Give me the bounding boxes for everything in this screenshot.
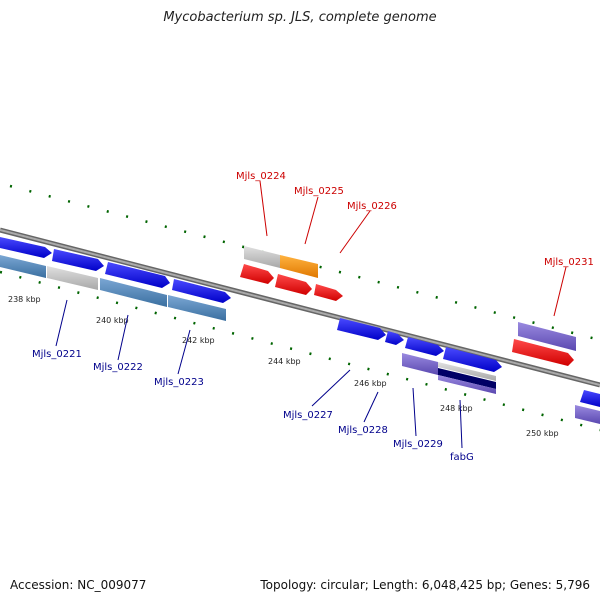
gene-band[interactable] (518, 322, 576, 351)
lower-tick-track (0, 270, 600, 432)
gene-arrow-reverse[interactable] (512, 339, 574, 366)
gene-band[interactable] (244, 246, 280, 268)
gene-arrow[interactable] (52, 249, 104, 271)
tick-label: 246 kbp (354, 379, 387, 388)
gene-arrow[interactable] (0, 237, 52, 258)
gene-band[interactable] (47, 266, 98, 290)
rna-band[interactable] (280, 255, 318, 278)
gene-label[interactable]: Mjls_0228 (338, 425, 388, 436)
gene-label[interactable]: Mjls_0225 (294, 186, 344, 197)
upper-tick-track (9, 184, 600, 342)
gene-label[interactable]: Mjls_0229 (393, 439, 443, 450)
tick-label: 238 kbp (8, 295, 41, 304)
topology-text: Topology: circular; Length: 6,048,425 bp… (260, 578, 590, 592)
tick-label: 244 kbp (268, 357, 301, 366)
gene-band[interactable] (0, 255, 46, 278)
accession-text: Accession: NC_009077 (10, 578, 147, 592)
tick-label: 248 kbp (440, 404, 473, 413)
gene-band[interactable] (575, 405, 600, 424)
gene-band[interactable] (100, 278, 167, 307)
gene-label[interactable]: Mjls_0226 (347, 201, 397, 212)
tick-label: 240 kbp (96, 316, 129, 325)
gene-band[interactable] (438, 362, 496, 381)
gene-arrow[interactable] (443, 347, 502, 372)
gene-arrow[interactable] (405, 337, 444, 356)
tick-label: 242 kbp (182, 336, 215, 345)
gene-arrow[interactable] (385, 331, 404, 345)
gene-arrow[interactable] (337, 318, 386, 340)
gene-arrow-reverse[interactable] (240, 264, 274, 284)
gene-label[interactable]: Mjls_0223 (154, 377, 204, 388)
tick-label: 250 kbp (526, 429, 559, 438)
gene-label[interactable]: Mjls_0221 (32, 349, 82, 360)
gene-arrow[interactable] (105, 262, 170, 288)
genome-title: Mycobacterium sp. JLS, complete genome (163, 10, 437, 25)
gene-label[interactable]: Mjls_0222 (93, 362, 143, 373)
gene-band[interactable] (438, 368, 496, 389)
gene-arrow[interactable] (580, 390, 600, 407)
gene-band[interactable] (438, 375, 496, 394)
gene-label[interactable]: Mjls_0227 (283, 410, 333, 421)
gene-label[interactable]: Mjls_0231 (544, 257, 594, 268)
gene-arrow-reverse[interactable] (275, 274, 312, 295)
gene-band[interactable] (402, 353, 438, 375)
gene-label[interactable]: Mjls_0224 (236, 171, 286, 182)
gene-label[interactable]: fabG (450, 452, 474, 463)
gene-arrow-reverse[interactable] (314, 284, 343, 301)
gene-band[interactable] (168, 295, 226, 321)
gene-arrow[interactable] (172, 279, 231, 303)
